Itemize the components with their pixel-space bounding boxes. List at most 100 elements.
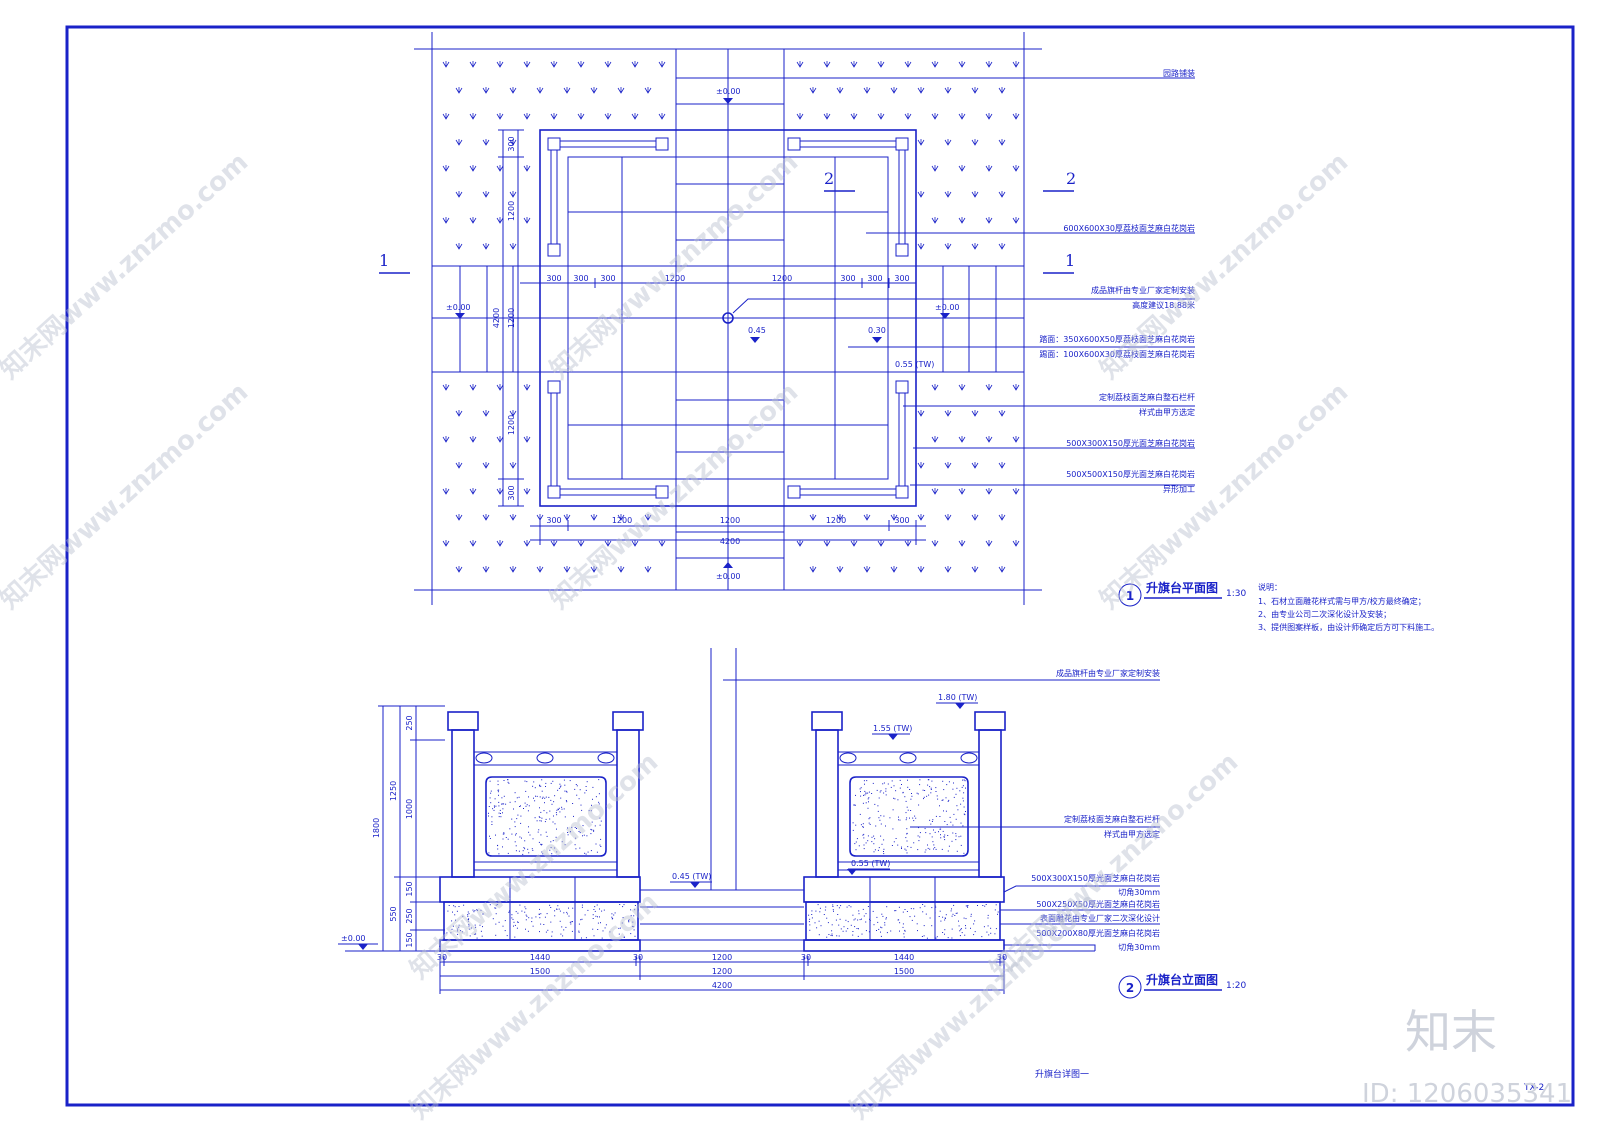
elev-dim-left-2: 1000 <box>405 799 414 819</box>
grass-hatch <box>442 61 1020 573</box>
notes-item-1: 1、石材立面雕花样式需与甲方/校方最终确定； <box>1258 596 1426 606</box>
plan-dim-top-4: 1200 <box>665 274 685 283</box>
elevation-number: 2 <box>1126 981 1134 995</box>
plan-dim-top-2: 300 <box>573 274 588 283</box>
plan-dim-top-3: 300 <box>600 274 615 283</box>
elev-dim-bottom-10: 1500 <box>894 967 914 976</box>
elev-label-pole: 成品旗杆由专业厂家定制安装 <box>1056 668 1160 678</box>
plan-dim-left-1: 300 <box>507 136 516 151</box>
elev-label-rail-2: 样式由甲方选定 <box>1104 829 1160 839</box>
elev-label-granite-1b: 切角30mm <box>1118 887 1160 897</box>
elev-dim-bottom-9: 1200 <box>712 967 732 976</box>
granite-texture <box>446 779 999 939</box>
plan-dim-left-3: 1200 <box>507 308 516 328</box>
plan-label-paving: 园路铺装 <box>1163 68 1195 78</box>
plan-dim-left-2: 1200 <box>507 201 516 221</box>
plan-dim-bottom-4: 1200 <box>826 516 846 525</box>
plan-dim-left-5: 300 <box>507 485 516 500</box>
elev-level-ground: ±0.00 <box>341 934 366 943</box>
watermark-text-4: 知末网www.znzmo.com <box>0 377 254 615</box>
elev-level-top: 1.80 (TW) <box>938 693 977 702</box>
elev-dim-bottom-1: 30 <box>437 953 447 962</box>
watermark-text-10: 知末网www.znzmo.com <box>845 887 1105 1125</box>
plan-view: 300 300 300 1200 1200 300 300 300 300 12… <box>379 32 1246 607</box>
notes: 说明： 1、石材立面雕花样式需与甲方/校方最终确定； 2、由专业公司二次深化设计… <box>1258 582 1439 632</box>
sheet-title: 升旗台详图一 <box>1035 1068 1089 1080</box>
elev-level-wall: 0.55 (TW) <box>851 859 890 868</box>
plan-dim-top-6: 300 <box>840 274 855 283</box>
plan-dim-top-8: 300 <box>894 274 909 283</box>
plan-title: 升旗台平面图 <box>1146 580 1218 595</box>
elev-dim-left-5: 150 <box>405 932 414 947</box>
elevation-scale: 1:20 <box>1226 981 1246 991</box>
elev-dim-bottom-5: 30 <box>801 953 811 962</box>
notes-item-3: 3、提供图案样板，由设计师确定后方可下料施工。 <box>1258 622 1439 632</box>
notes-heading: 说明： <box>1258 582 1282 592</box>
plan-dim-top-7: 300 <box>867 274 882 283</box>
plan-dim-left-4: 1200 <box>507 415 516 435</box>
plan-level-bottom: ±0.00 <box>716 572 741 581</box>
elev-dim-bottom-4: 1200 <box>712 953 732 962</box>
plan-number: 1 <box>1126 589 1134 603</box>
watermark-layer: 知末网www.znzmo.com 知末网www.znzmo.com 知末网www… <box>0 147 1572 1125</box>
elev-level-platform: 0.45 (TW) <box>672 872 711 881</box>
elev-level-rail: 1.55 (TW) <box>873 724 912 733</box>
elev-dim-left-total: 1800 <box>372 818 381 838</box>
plan-dim-top-5: 1200 <box>772 274 792 283</box>
elev-label-granite-3a: 500X200X80厚光面芝麻白花岗岩 <box>1036 928 1160 938</box>
watermark-brand: 知末 <box>1405 1005 1497 1059</box>
plan-dim-bottom-3: 1200 <box>720 516 740 525</box>
plan-label-granite-500x500-2: 异形加工 <box>1163 484 1195 494</box>
plan-label-granite-600: 600X600X30厚荔枝面芝麻白花岗岩 <box>1063 223 1195 233</box>
plan-label-riser: 踢面：100X600X30厚荔枝面芝麻白花岗岩 <box>1039 349 1195 359</box>
plan-scale: 1:30 <box>1226 589 1246 599</box>
elevation-view: 250 1000 150 250 150 1250 550 1800 30 14… <box>338 648 1246 999</box>
elev-dim-left-4: 250 <box>405 908 414 923</box>
plan-railings <box>547 137 909 499</box>
plan-label-granite-500x300: 500X300X150厚光面芝麻白花岗岩 <box>1066 438 1195 448</box>
plan-label-pole-2: 高度建议18.88米 <box>1132 300 1195 310</box>
plan-label-pole-1: 成品旗杆由专业厂家定制安装 <box>1091 285 1195 295</box>
elev-label-rail-1: 定制荔枝面芝麻白整石栏杆 <box>1064 814 1160 824</box>
plan-dim-bottom-2: 1200 <box>612 516 632 525</box>
plan-level-left: ±0.00 <box>446 303 471 312</box>
elev-dim-bottom-7: 30 <box>997 953 1007 962</box>
plan-section-mark-1-right: 1 <box>1065 251 1075 270</box>
plan-section-mark-1-left: 1 <box>379 251 389 270</box>
plan-dim-bottom-total: 4200 <box>720 537 740 546</box>
plan-dim-left-total: 4200 <box>492 308 501 328</box>
plan-level-right: ±0.00 <box>935 303 960 312</box>
plan-label-tread: 踏面：350X600X50厚荔枝面芝麻白花岗岩 <box>1039 334 1195 344</box>
notes-item-2: 2、由专业公司二次深化设计及安装； <box>1258 609 1391 619</box>
elev-dim-left-1: 250 <box>405 715 414 730</box>
plan-dim-top-1: 300 <box>546 274 561 283</box>
elev-label-granite-3b: 切角30mm <box>1118 942 1160 952</box>
watermark-text-3: 知末网www.znzmo.com <box>1095 147 1355 385</box>
plan-label-rail-2: 样式由甲方选定 <box>1139 407 1195 417</box>
plan-section-mark-2-left: 2 <box>824 169 834 188</box>
elev-dim-bottom-8: 1500 <box>530 967 550 976</box>
plan-dim-bottom-5: 300 <box>894 516 909 525</box>
elev-dim-left-3: 150 <box>405 881 414 896</box>
plan-level-center: 0.45 <box>748 326 766 335</box>
plan-level-top: ±0.00 <box>716 87 741 96</box>
sheet-frame <box>65 25 1575 1107</box>
elev-label-carve: 表面雕花由专业厂家二次深化设计 <box>1040 913 1160 923</box>
elev-dim-bottom-3: 30 <box>633 953 643 962</box>
elev-label-granite-1a: 500X300X150厚光面芝麻白花岗岩 <box>1031 873 1160 883</box>
elevation-title: 升旗台立面图 <box>1146 972 1218 987</box>
plan-section-mark-2-right: 2 <box>1066 169 1076 188</box>
elev-dim-left-outer-1: 1250 <box>389 781 398 801</box>
watermark-text-6: 知末网www.znzmo.com <box>1095 377 1355 615</box>
watermark-id: ID: 1206035341 <box>1362 1079 1572 1109</box>
elev-dim-left-outer-2: 550 <box>389 906 398 921</box>
elev-dim-bottom-total: 4200 <box>712 981 732 990</box>
plan-label-granite-500x500-1: 500X500X150厚光面芝麻白花岗岩 <box>1066 469 1195 479</box>
watermark-text-7: 知末网www.znzmo.com <box>405 747 665 985</box>
elev-dim-bottom-6: 1440 <box>894 953 914 962</box>
elev-dim-bottom-2: 1440 <box>530 953 550 962</box>
sheet-code: TX-2 <box>1523 1083 1544 1093</box>
plan-level-step: 0.30 <box>868 326 886 335</box>
elev-label-granite-2: 500X250X50厚光面芝麻白花岗岩 <box>1036 899 1160 909</box>
